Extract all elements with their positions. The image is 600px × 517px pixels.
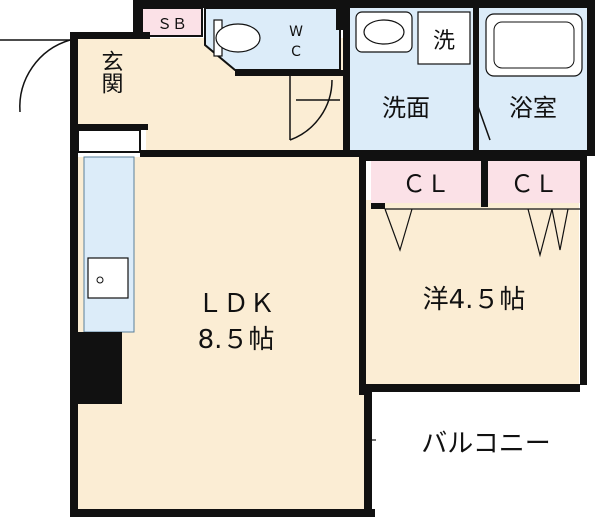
wall-balcony-left [364,388,372,517]
closet-1-label: ＣＬ [402,170,450,198]
wall-wc-bottom [235,70,343,76]
toilet-bowl [215,23,261,53]
wall-right-mid [580,150,587,385]
wc-label-c: C [291,44,301,60]
balcony-door [365,400,376,505]
wall-bottom [70,509,375,517]
western-room-floor [365,200,579,388]
shoe-box [141,7,203,37]
wall-entrance-top [70,32,150,39]
wc-label-w: W [289,24,303,40]
wall-entrance-bottom [70,124,148,130]
wall-closet-top [365,150,587,161]
wall-kitchen-block [78,332,122,404]
bath-label: 浴室 [509,94,557,122]
wall-left-upper [133,0,141,36]
wall-wet-divider [343,8,350,150]
entrance-label: 玄関 [98,50,123,94]
balcony-floor [372,392,583,512]
wall-top [133,0,595,8]
washer-label: 洗 [433,29,455,54]
closet-2-area [488,161,580,203]
wash-basin [363,19,405,45]
wall-bath-divider [473,8,479,156]
wc-door [289,76,333,141]
wash-basin-counter [355,11,413,53]
bathtub [485,13,583,77]
wall-wc-inner [336,8,343,30]
wall-closet-bottom-left [371,203,385,209]
western-room-label: 洋4.５帖 [423,285,526,315]
wall-right [587,0,595,156]
kitchen-sink [87,257,129,299]
closet-1-area [371,161,481,203]
closet-2-label: ＣＬ [510,170,558,198]
wall-closet-divider [481,161,488,207]
entrance-door [0,39,71,113]
wall-hall-bottom [140,150,372,157]
washer-pan [417,11,471,65]
bathtub-inner [493,21,575,69]
bath-door [474,97,491,141]
wall-left [70,32,78,517]
entrance-floor [78,38,146,124]
ldk-size-label: 8.５帖 [198,325,275,355]
balcony-label: バルコニー [421,429,550,459]
washroom-label: 洗面 [382,94,430,122]
shoe-box-label: ＳＢ [157,15,187,33]
wall-entrance-shelf [77,129,141,153]
sink-drain [96,276,104,284]
wall-western-bottom [365,384,580,392]
closet-doors [384,208,580,258]
kitchen-counter [83,156,135,333]
ldk-label: ＬＤＫ [197,289,275,319]
balcony-window [372,385,580,391]
